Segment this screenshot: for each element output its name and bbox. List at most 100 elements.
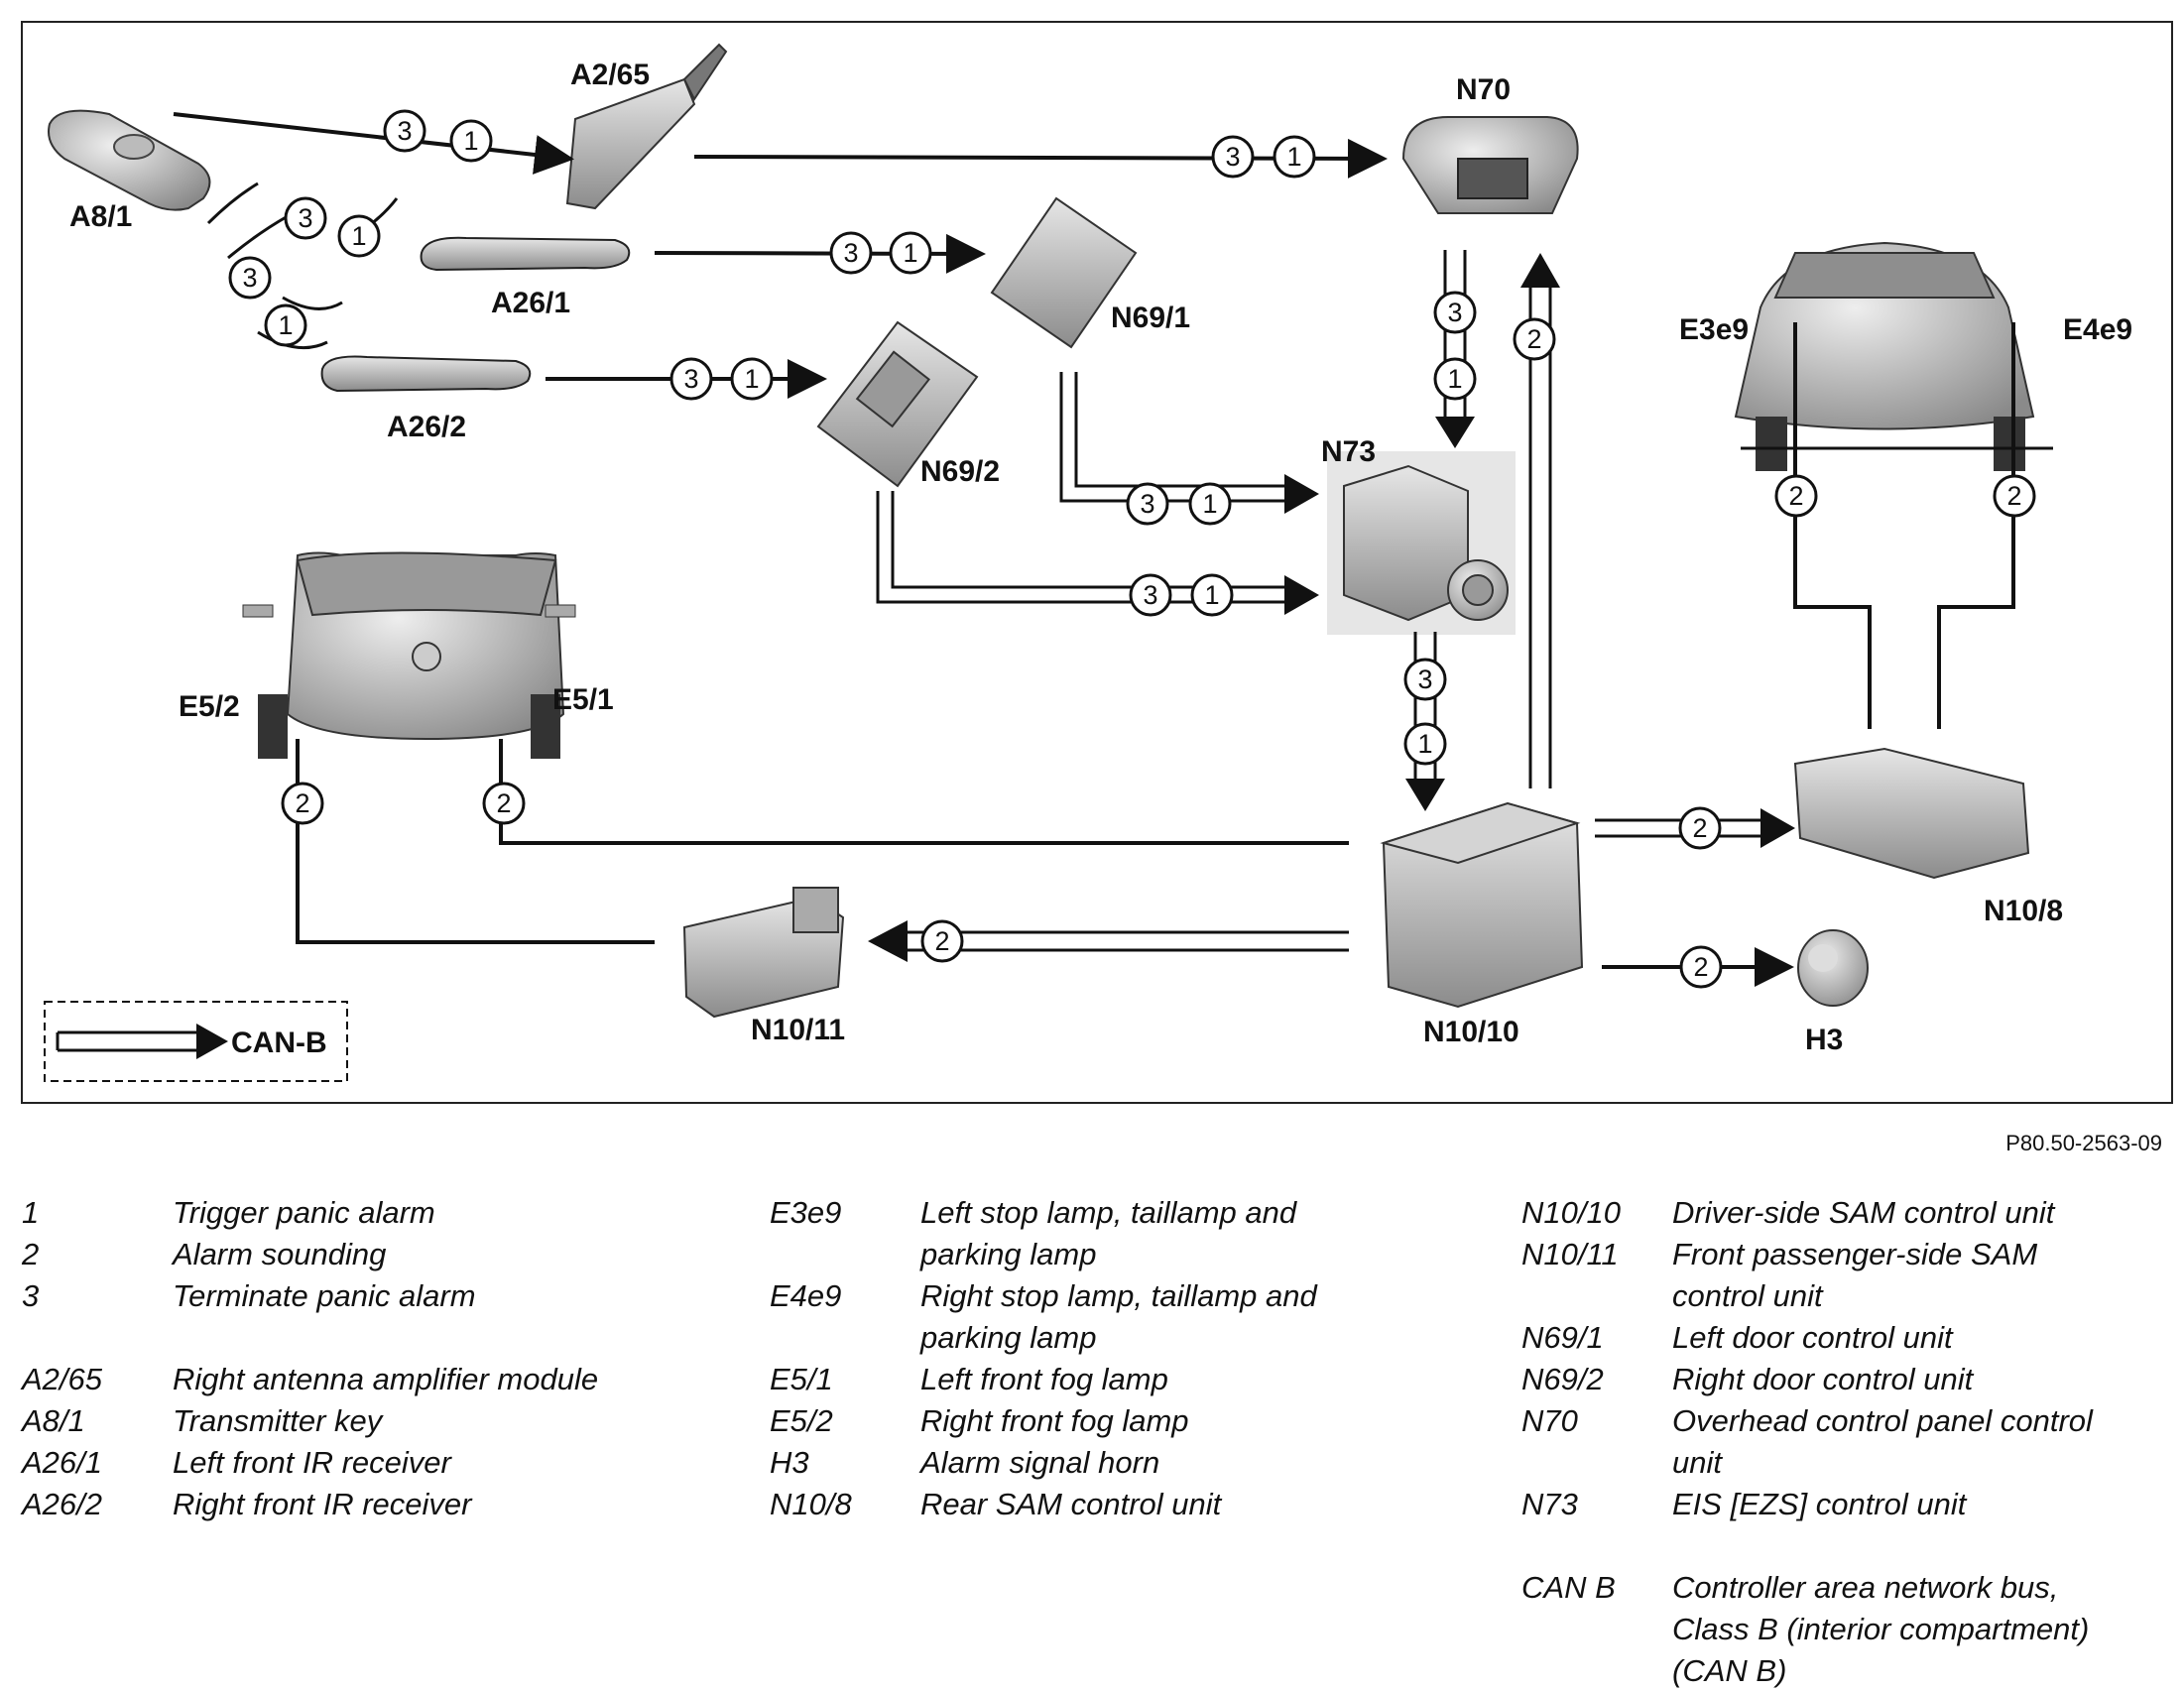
legend-description: Alarm signal horn bbox=[920, 1445, 1160, 1480]
legend-description: Left door control unit bbox=[1672, 1320, 1953, 1355]
marker-terminate bbox=[228, 256, 272, 300]
marker-terminate bbox=[1403, 658, 1447, 701]
label-e3e9: E3e9 bbox=[1679, 313, 1749, 346]
label-e5-2: E5/2 bbox=[179, 690, 240, 723]
svg-text:2: 2 bbox=[1693, 952, 1708, 982]
legend-row: 2 Alarm sounding bbox=[22, 1234, 598, 1275]
legend-spacer bbox=[1521, 1525, 2093, 1567]
legend-code: N73 bbox=[1521, 1487, 1578, 1521]
can-b-key: CAN-B bbox=[44, 1001, 348, 1082]
svg-text:3: 3 bbox=[683, 364, 698, 394]
svg-text:1: 1 bbox=[1204, 580, 1219, 610]
svg-text:1: 1 bbox=[1202, 489, 1217, 519]
legend-code: A26/2 bbox=[22, 1487, 103, 1521]
svg-text:3: 3 bbox=[397, 116, 412, 146]
marker-trigger bbox=[264, 303, 307, 347]
rear-sam-image bbox=[1793, 747, 2030, 880]
legend-description: Transmitter key bbox=[173, 1403, 383, 1438]
label-n73: N73 bbox=[1321, 435, 1376, 468]
label-a8-1: A8/1 bbox=[69, 200, 132, 233]
label-n69-1: N69/1 bbox=[1111, 302, 1190, 334]
legend-description: Trigger panic alarm bbox=[173, 1195, 435, 1230]
legend-code: N69/2 bbox=[1521, 1362, 1604, 1396]
marker-sounding bbox=[1679, 945, 1723, 989]
svg-text:2: 2 bbox=[1788, 481, 1803, 511]
antenna-amplifier-image bbox=[565, 43, 728, 210]
legend-description: Right door control unit bbox=[1672, 1362, 1974, 1396]
left-door-control-unit-image bbox=[990, 196, 1138, 349]
legend-code: N10/8 bbox=[770, 1487, 852, 1521]
svg-text:1: 1 bbox=[903, 238, 917, 268]
svg-text:1: 1 bbox=[1417, 729, 1432, 759]
can-b-arrowheads bbox=[868, 253, 1795, 962]
left-ir-receiver-image bbox=[420, 236, 631, 272]
legend-code: E3e9 bbox=[770, 1195, 842, 1230]
label-a26-2: A26/2 bbox=[387, 411, 466, 443]
marker-sounding bbox=[1513, 317, 1556, 361]
legend-description: Rear SAM control unit bbox=[920, 1487, 1222, 1521]
svg-text:3: 3 bbox=[843, 238, 858, 268]
marker-terminate bbox=[383, 109, 426, 153]
legend-code: 1 bbox=[22, 1195, 40, 1230]
label-n69-2: N69/2 bbox=[920, 455, 1000, 488]
svg-text:1: 1 bbox=[278, 310, 293, 340]
legend-description: Right front IR receiver bbox=[173, 1487, 472, 1521]
label-a2-65: A2/65 bbox=[570, 59, 650, 91]
marker-terminate bbox=[1433, 291, 1477, 334]
label-n10-11: N10/11 bbox=[751, 1014, 845, 1046]
legend-code: A2/65 bbox=[22, 1362, 103, 1396]
signal-marker-numbers: 3 1 3 1 3 1 3 1 3 1 3 1 3 1 3 1 3 1 2 3 … bbox=[242, 116, 2021, 982]
legend-description: Terminate panic alarm bbox=[173, 1278, 476, 1313]
legend-description: Left front IR receiver bbox=[173, 1445, 451, 1480]
legend-description: Overhead control panel control unit bbox=[1672, 1403, 2093, 1480]
legend-code: 2 bbox=[22, 1237, 40, 1271]
marker-trigger bbox=[1433, 357, 1477, 401]
can-b-lines bbox=[876, 250, 1760, 952]
svg-text:3: 3 bbox=[1225, 142, 1240, 172]
svg-text:1: 1 bbox=[1447, 364, 1462, 394]
svg-text:2: 2 bbox=[295, 788, 309, 818]
legend-row: A26/1 Left front IR receiver bbox=[22, 1442, 598, 1484]
legend-row: N69/2 Right door control unit bbox=[1521, 1359, 2093, 1400]
legend-description: Alarm sounding bbox=[173, 1237, 387, 1271]
label-h3: H3 bbox=[1805, 1024, 1843, 1056]
legend-code: A26/1 bbox=[22, 1445, 103, 1480]
overhead-control-panel-image bbox=[1401, 116, 1579, 214]
marker-sounding bbox=[281, 782, 324, 825]
legend-row: N10/8 Rear SAM control unit bbox=[770, 1484, 1317, 1525]
svg-text:3: 3 bbox=[1447, 298, 1462, 327]
marker-terminate bbox=[1129, 573, 1172, 617]
svg-text:1: 1 bbox=[1286, 142, 1301, 172]
signal-lines bbox=[173, 112, 2015, 987]
marker-terminate bbox=[829, 231, 873, 275]
can-b-key-label: CAN-B bbox=[231, 1027, 327, 1059]
label-n10-10: N10/10 bbox=[1423, 1016, 1519, 1048]
svg-text:2: 2 bbox=[1692, 813, 1707, 843]
label-n70: N70 bbox=[1456, 73, 1511, 106]
label-e5-1: E5/1 bbox=[552, 683, 614, 716]
legend-code: E5/1 bbox=[770, 1362, 833, 1396]
marker-terminate bbox=[1211, 135, 1255, 179]
horn-image bbox=[1797, 929, 1869, 1007]
marker-sounding bbox=[1993, 474, 2036, 518]
svg-text:3: 3 bbox=[1417, 665, 1432, 694]
marker-sounding bbox=[920, 919, 964, 963]
svg-text:1: 1 bbox=[463, 126, 478, 156]
marker-terminate bbox=[284, 196, 327, 240]
svg-text:3: 3 bbox=[242, 263, 257, 293]
legend-description: Right front fog lamp bbox=[920, 1403, 1189, 1438]
